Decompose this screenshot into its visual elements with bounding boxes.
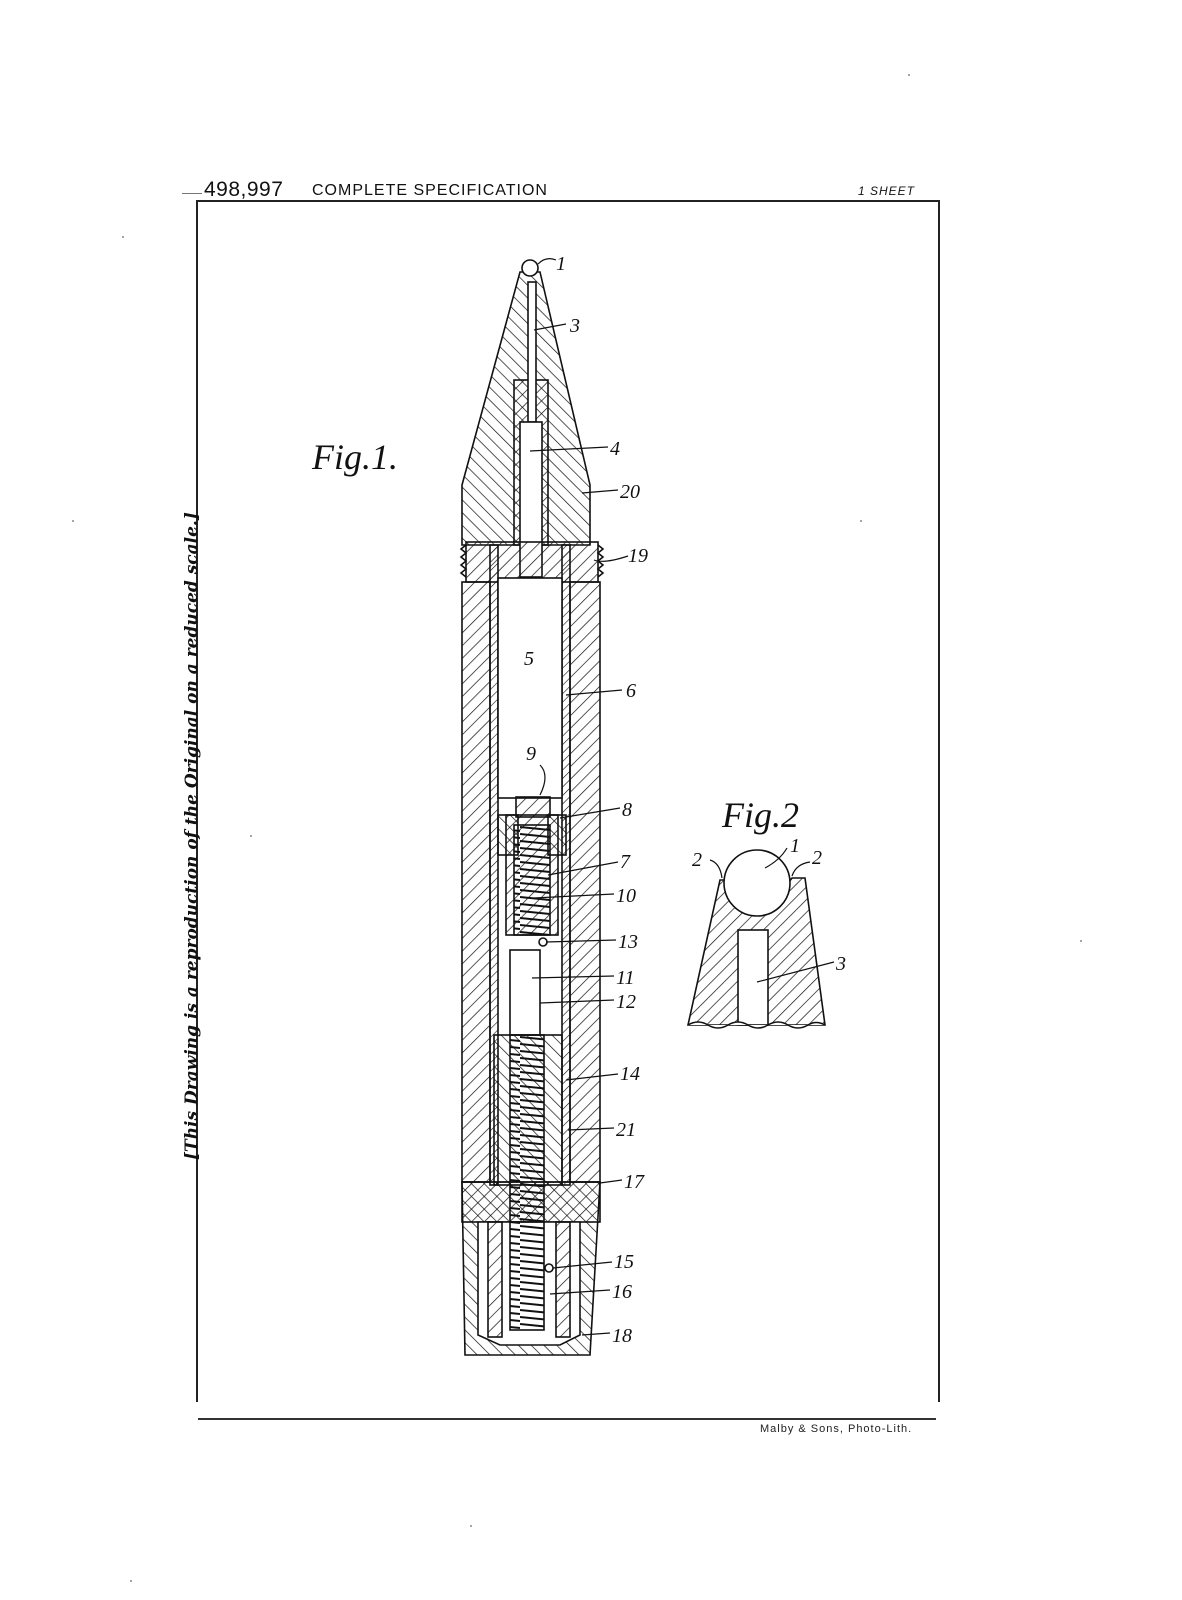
printer-credit: Malby & Sons, Photo-Lith. xyxy=(760,1423,913,1435)
scan-speck xyxy=(72,520,74,522)
svg-text:4: 4 xyxy=(610,438,620,460)
svg-text:1: 1 xyxy=(790,835,800,857)
sheet-count: 1 SHEET xyxy=(858,184,916,198)
svg-text:21: 21 xyxy=(616,1119,636,1141)
svg-text:9: 9 xyxy=(526,743,536,765)
fig2-reference-numbers: 2 1 2 3 xyxy=(692,835,846,975)
fig1-reference-numbers: 1 3 4 20 19 5 6 9 8 7 10 13 11 12 14 21 … xyxy=(524,253,648,1347)
header-dash xyxy=(182,193,202,194)
fig1-label: Fig.1. xyxy=(312,437,398,477)
svg-text:14: 14 xyxy=(620,1063,640,1085)
fig1-leaders xyxy=(529,258,629,1336)
fig1-pen-section xyxy=(459,259,605,1356)
scan-speck xyxy=(130,1580,132,1582)
svg-text:3: 3 xyxy=(569,315,580,337)
scan-speck xyxy=(860,520,862,522)
svg-text:3: 3 xyxy=(835,953,846,975)
scan-speck xyxy=(122,236,124,238)
document-title: COMPLETE SPECIFICATION xyxy=(312,182,548,199)
svg-text:12: 12 xyxy=(616,991,636,1013)
svg-text:2: 2 xyxy=(812,847,822,869)
svg-text:13: 13 xyxy=(618,931,638,953)
svg-text:11: 11 xyxy=(616,967,635,989)
svg-text:16: 16 xyxy=(612,1281,632,1303)
svg-text:19: 19 xyxy=(628,545,648,567)
svg-text:1: 1 xyxy=(556,253,566,275)
fig2-tip-section xyxy=(687,849,826,1029)
bottom-rule xyxy=(198,1418,936,1420)
scan-speck xyxy=(470,1525,472,1527)
svg-text:6: 6 xyxy=(626,680,636,702)
svg-text:10: 10 xyxy=(616,885,636,907)
svg-text:17: 17 xyxy=(624,1171,645,1193)
scan-speck xyxy=(250,835,252,837)
svg-text:2: 2 xyxy=(692,849,702,871)
svg-text:8: 8 xyxy=(622,799,632,821)
fig2-leaders xyxy=(709,847,835,983)
svg-text:20: 20 xyxy=(620,481,640,503)
svg-text:7: 7 xyxy=(620,851,631,873)
drawing-frame xyxy=(196,200,940,1402)
patent-number: 498,997 xyxy=(204,178,284,201)
svg-text:5: 5 xyxy=(524,648,534,670)
scan-speck xyxy=(1080,940,1082,942)
svg-text:15: 15 xyxy=(614,1251,634,1273)
scan-speck xyxy=(908,74,910,76)
svg-text:18: 18 xyxy=(612,1325,632,1347)
fig2-label: Fig.2 xyxy=(722,795,799,835)
